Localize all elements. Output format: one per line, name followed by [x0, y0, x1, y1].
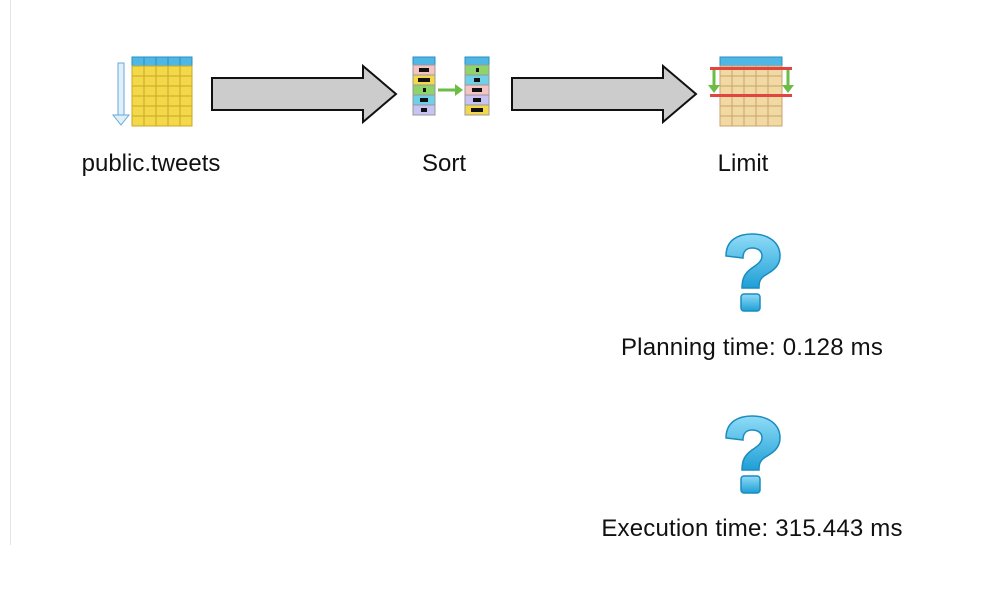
sort-icon [412, 56, 490, 116]
question-mark-icon [725, 415, 781, 494]
node-label-limit: Limit [717, 150, 769, 177]
edge-arrow-scan-to-sort [211, 64, 398, 124]
question-mark-icon [725, 233, 781, 312]
plan-node-limit[interactable] [702, 55, 802, 129]
node-label-table: public.tweets [81, 150, 221, 177]
node-label-sort: Sort [421, 150, 467, 177]
plan-node-sort[interactable] [410, 55, 494, 129]
execution-time-text: Execution time: 315.443 ms [601, 515, 903, 542]
limit-icon [708, 56, 794, 127]
edge-arrow-sort-to-limit [511, 64, 698, 124]
panel-divider [10, 0, 11, 545]
table-scan-icon [111, 56, 193, 127]
plan-node-table-scan[interactable] [110, 55, 194, 129]
planning-time-text: Planning time: 0.128 ms [620, 334, 884, 361]
